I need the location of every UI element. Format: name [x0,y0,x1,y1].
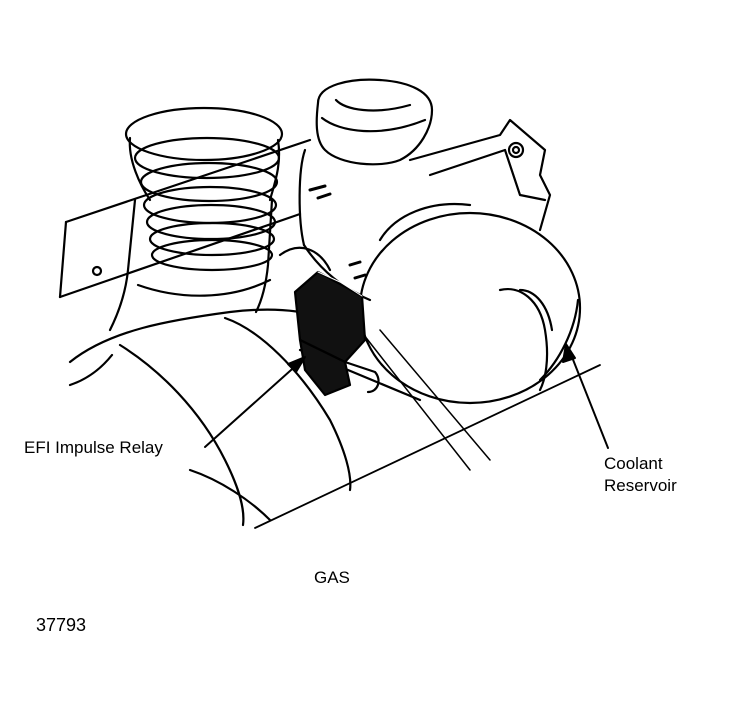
coolant-arrowhead [562,343,576,363]
figure-caption: GAS [314,568,350,587]
coolant-label-line1: Coolant [604,454,663,473]
leader-arrows [204,343,609,449]
coolant-leader-line [569,351,609,449]
engine-panel [58,138,601,529]
coolant-label-line2: Reservoir [604,476,677,495]
relay-leader-line [204,361,301,448]
air-intake-hose [108,106,284,332]
efi-impulse-relay-label: EFI Impulse Relay [24,438,163,457]
mounting-bracket [408,118,552,232]
efi-impulse-relay [278,246,380,397]
coolant-reservoir-label: Coolant Reservoir [604,453,677,497]
relay-arrowhead [287,356,306,373]
figure-id: 37793 [36,615,87,635]
coolant-reservoir [298,78,582,405]
